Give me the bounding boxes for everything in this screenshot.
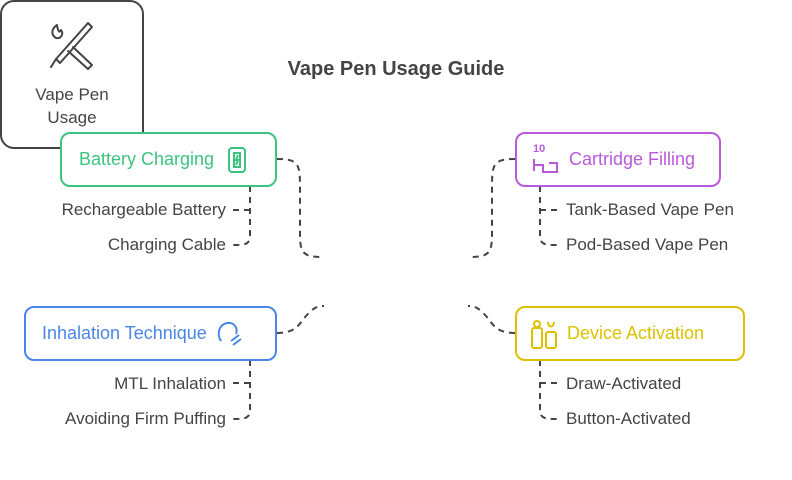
center-node: Vape Pen Usage [0,0,144,149]
topic-device-activation: Device Activation [515,306,745,361]
topic-label: Device Activation [567,323,705,343]
inhalation-icon [217,321,242,346]
subtopic: Draw-Activated [566,374,682,393]
connector-inhalation [276,305,325,334]
topic-label: Inhalation Technique [42,323,207,343]
topic-label: Battery Charging [79,149,215,169]
connector-battery-items [231,186,251,246]
subtopic: Charging Cable [107,235,226,254]
subtopic: Button-Activated [566,409,691,428]
subtopic: Pod-Based Vape Pen [566,235,729,254]
battery-charging-icon [228,146,247,173]
subtopic: MTL Inhalation [114,374,226,393]
connector-device [467,305,516,334]
connector-device-items [539,360,559,420]
subtopic: Tank-Based Vape Pen [566,200,734,219]
subtopic: Avoiding Firm Puffing [65,409,226,428]
connector-inhalation-items [231,360,251,420]
vape-pen-icon [50,21,93,70]
subtopic: Rechargeable Battery [61,200,226,219]
page-title: Vape Pen Usage Guide [287,58,505,80]
center-label-line2: Usage [47,107,97,127]
topic-label: Cartridge Filling [569,149,696,169]
center-label-line1: Vape Pen [35,84,109,104]
topic-inhalation-technique: Inhalation Technique [24,306,277,361]
refill-icon: 10 [531,143,561,175]
connector-cartridge [467,158,516,258]
connector-battery [276,158,325,258]
connector-cartridge-items [539,186,559,246]
topic-cartridge-filling: 10 Cartridge Filling [515,132,721,187]
device-icon [531,319,557,349]
topic-battery-charging: Battery Charging [60,132,277,187]
